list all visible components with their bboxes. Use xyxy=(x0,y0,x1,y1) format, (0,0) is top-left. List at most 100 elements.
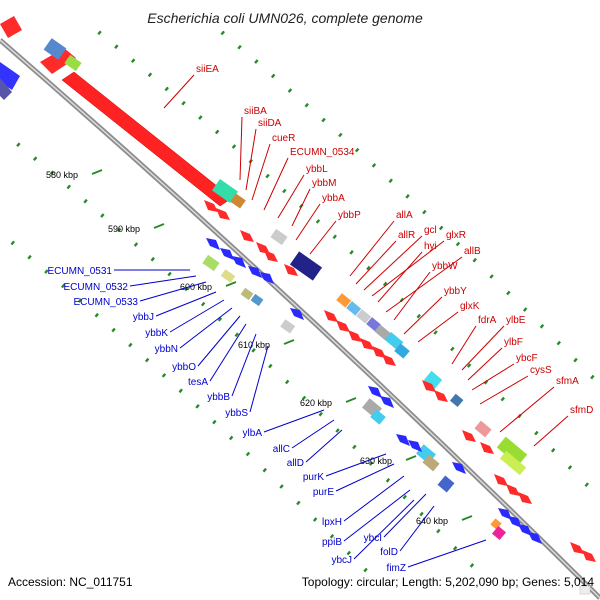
gene-label-forward[interactable]: cueR xyxy=(272,133,295,144)
gene-block-lime-1[interactable] xyxy=(202,254,220,272)
forward-gene-arrow[interactable] xyxy=(348,330,362,342)
gene-label-forward[interactable]: cysS xyxy=(530,365,552,376)
gene-label-reverse[interactable]: allD xyxy=(287,458,304,469)
gene-block-cyan-3[interactable] xyxy=(370,409,386,425)
gene-label-forward[interactable]: sfmA xyxy=(556,376,579,387)
gene-block-cyan-2[interactable] xyxy=(423,370,443,390)
gene-label-forward[interactable]: ECUMN_0534 xyxy=(290,147,355,158)
forward-gene-arrow[interactable] xyxy=(506,484,520,496)
gene-label-reverse[interactable]: ECUMN_0531 xyxy=(48,266,113,277)
gene-block-upstream[interactable] xyxy=(40,48,76,74)
gene-label-forward[interactable]: sfmD xyxy=(570,405,593,416)
gene-block-left-edge[interactable] xyxy=(0,16,22,38)
gene-label-reverse[interactable]: fimZ xyxy=(387,563,406,574)
gene-block-teal[interactable] xyxy=(211,178,239,204)
gene-block-all-5[interactable] xyxy=(374,324,391,341)
gene-block-siiEA[interactable] xyxy=(61,71,233,207)
gene-label-reverse[interactable]: ybbN xyxy=(155,344,178,355)
gene-label-forward[interactable]: glxK xyxy=(460,301,480,312)
reverse-gene-arrow[interactable] xyxy=(408,440,422,452)
reverse-gene-arrow[interactable] xyxy=(206,238,220,250)
gene-label-forward[interactable]: siiBA xyxy=(244,106,267,117)
reverse-gene-arrow[interactable] xyxy=(380,396,394,408)
reverse-gene-arrow[interactable] xyxy=(396,434,410,446)
gene-block-olive[interactable] xyxy=(240,287,254,301)
gene-label-forward[interactable]: ybbY xyxy=(444,286,467,297)
forward-gene-arrow[interactable] xyxy=(382,354,396,366)
reverse-gene-arrow[interactable] xyxy=(260,272,274,284)
gene-label-forward[interactable]: hyi xyxy=(424,241,437,252)
gene-label-reverse[interactable]: ybbB xyxy=(207,392,230,403)
forward-gene-arrow[interactable] xyxy=(422,380,436,392)
gene-block-all-7[interactable] xyxy=(394,343,410,359)
gene-label-forward[interactable]: ybbM xyxy=(312,178,336,189)
gene-block-khaki[interactable] xyxy=(220,269,236,283)
gene-label-forward[interactable]: ybbA xyxy=(322,193,345,204)
gene-label-reverse[interactable]: ybcJ xyxy=(331,555,352,566)
gene-label-forward[interactable]: allR xyxy=(398,230,415,241)
forward-gene-arrow[interactable] xyxy=(264,250,278,262)
gene-block-all-2[interactable] xyxy=(346,301,362,316)
gene-label-forward[interactable]: ylbF xyxy=(504,337,523,348)
gene-block-orange[interactable] xyxy=(230,193,246,209)
gene-block-gray-1[interactable] xyxy=(270,228,288,246)
gene-label-reverse[interactable]: ybbK xyxy=(145,328,168,339)
gene-label-forward[interactable]: siiDA xyxy=(258,118,282,129)
forward-gene-arrow[interactable] xyxy=(324,310,338,322)
gene-label-forward[interactable]: allA xyxy=(396,210,413,221)
gene-label-reverse[interactable]: ylbA xyxy=(243,428,263,439)
gene-label-reverse[interactable]: lpxH xyxy=(322,517,342,528)
gene-block-white[interactable] xyxy=(579,585,591,595)
gene-block-blue-3[interactable] xyxy=(437,475,455,493)
forward-gene-arrow[interactable] xyxy=(434,390,448,402)
forward-gene-arrow[interactable] xyxy=(582,550,596,562)
gene-block-green-1[interactable] xyxy=(64,54,82,72)
forward-gene-arrow[interactable] xyxy=(204,200,218,212)
reverse-gene-arrow[interactable] xyxy=(248,266,262,278)
reverse-gene-arrow[interactable] xyxy=(452,462,466,474)
gene-block-tan[interactable] xyxy=(422,454,440,472)
gene-block-blue-steel[interactable] xyxy=(449,393,464,408)
gene-block-left-blue-2[interactable] xyxy=(0,78,12,100)
gene-label-reverse[interactable]: ECUMN_0532 xyxy=(64,282,129,293)
gene-block-all-3[interactable] xyxy=(356,309,372,324)
gene-label-forward[interactable]: ybbL xyxy=(306,164,328,175)
gene-label-reverse[interactable]: ybbS xyxy=(225,408,248,419)
gene-block-left-blue-1[interactable] xyxy=(0,62,20,90)
gene-block-magenta[interactable] xyxy=(491,525,507,541)
forward-gene-arrow[interactable] xyxy=(360,338,374,350)
gene-block-lime-2[interactable] xyxy=(496,436,528,466)
gene-label-forward[interactable]: ybbW xyxy=(432,261,458,272)
forward-gene-arrow[interactable] xyxy=(240,230,254,242)
forward-gene-arrow[interactable] xyxy=(284,264,298,276)
gene-label-reverse[interactable]: tesA xyxy=(188,377,208,388)
reverse-gene-arrow[interactable] xyxy=(368,386,382,398)
reverse-gene-arrow[interactable] xyxy=(220,248,234,260)
gene-label-reverse[interactable]: folD xyxy=(380,547,398,558)
forward-gene-arrow[interactable] xyxy=(570,542,584,554)
gene-label-reverse[interactable]: purK xyxy=(303,472,324,483)
forward-gene-arrow[interactable] xyxy=(494,474,508,486)
gene-block-steel[interactable] xyxy=(250,293,264,307)
forward-gene-arrow[interactable] xyxy=(216,208,230,220)
gene-label-reverse[interactable]: purE xyxy=(313,487,334,498)
forward-gene-arrow[interactable] xyxy=(336,320,350,332)
forward-gene-arrow[interactable] xyxy=(480,442,494,454)
gene-label-forward[interactable]: fdrA xyxy=(478,315,497,326)
gene-block-gray-2[interactable] xyxy=(280,319,296,334)
forward-gene-arrow[interactable] xyxy=(518,492,532,504)
gene-label-reverse[interactable]: ybcI xyxy=(364,533,382,544)
gene-label-forward[interactable]: ybcF xyxy=(516,353,538,364)
gene-block-pink[interactable] xyxy=(474,420,492,438)
gene-label-reverse[interactable]: ybbJ xyxy=(133,312,154,323)
reverse-gene-arrow[interactable] xyxy=(232,256,246,268)
gene-label-reverse[interactable]: ppiB xyxy=(322,537,342,548)
gene-block-all-1[interactable] xyxy=(336,293,352,308)
gene-block-navy[interactable] xyxy=(289,251,323,281)
gene-block-cyan-1[interactable] xyxy=(43,38,67,60)
gene-label-reverse[interactable]: ybbO xyxy=(172,362,196,373)
gene-label-forward[interactable]: gcl xyxy=(424,225,437,236)
gene-label-reverse[interactable]: ECUMN_0533 xyxy=(74,297,139,308)
forward-gene-arrow[interactable] xyxy=(462,430,476,442)
gene-label-reverse[interactable]: allC xyxy=(273,444,290,455)
